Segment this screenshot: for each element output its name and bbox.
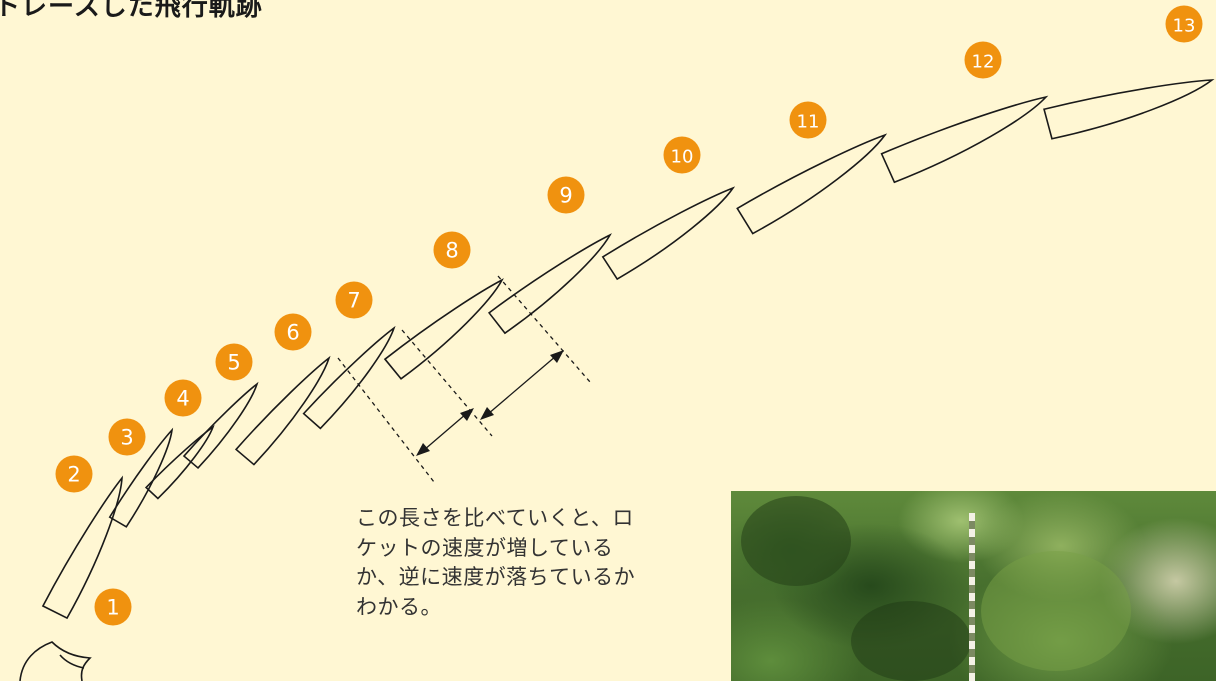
marker-pole (969, 513, 975, 681)
launcher-icon (19, 641, 92, 681)
measure-arrow (487, 355, 557, 415)
arrowhead (416, 443, 430, 456)
frame-number-label: 11 (797, 112, 820, 133)
caption-line: わかる。 (356, 594, 442, 619)
frame-number-label: 6 (286, 321, 299, 345)
rocket-outline (41, 475, 123, 620)
arrowhead (460, 408, 474, 421)
arrowhead (550, 350, 564, 363)
caption-text: この長さを比べていくと、ロ ケットの速度が増している か、逆に速度が落ちているか… (356, 504, 656, 622)
frame-number-badge: 11 (789, 101, 827, 139)
rocket-outline (1043, 79, 1215, 140)
frame-number-label: 5 (227, 351, 240, 375)
frame-number-label: 3 (120, 426, 133, 450)
frame-number-label: 8 (445, 239, 458, 263)
frame-number-badge: 1 (94, 588, 132, 626)
arrowhead (480, 407, 494, 420)
rocket-outline (880, 95, 1049, 184)
frame-number-badge: 10 (663, 136, 701, 174)
rocket-outline (601, 186, 736, 281)
launch-site-photo (731, 491, 1216, 681)
rocket-outline (736, 133, 888, 235)
frame-number-label: 13 (1173, 16, 1196, 37)
rocket-outline (182, 381, 259, 470)
rocket-outline (383, 278, 504, 380)
frame-number-label: 4 (176, 387, 189, 411)
frame-number-badge: 5 (215, 343, 253, 381)
frame-number-badge: 7 (335, 281, 373, 319)
frame-number-badge: 2 (55, 455, 93, 493)
rocket-outline (302, 325, 396, 430)
frame-number-label: 10 (671, 147, 694, 168)
caption-line: か、逆に速度が落ちているか (356, 565, 636, 589)
frame-number-label: 9 (559, 184, 572, 208)
tree-foliage (741, 496, 851, 586)
frame-number-label: 7 (347, 289, 360, 313)
tree-foliage (981, 551, 1131, 671)
frame-number-badge: 12 (964, 41, 1002, 79)
frame-number-label: 2 (67, 463, 80, 487)
tree-foliage (851, 601, 971, 681)
caption-line: この長さを比べていくと、ロ (356, 506, 634, 530)
frame-number-badge: 13 (1165, 5, 1203, 43)
rocket-outline (487, 233, 612, 335)
frame-number-badge: 6 (274, 313, 312, 351)
caption-line: ケットの速度が増している (356, 535, 614, 560)
frame-number-label: 12 (972, 52, 995, 73)
frame-number-badge: 8 (433, 231, 471, 269)
guide-line (401, 329, 493, 437)
frame-number-badge: 3 (108, 418, 146, 456)
rocket-outline (234, 355, 331, 466)
rocket-outline (144, 424, 215, 500)
page-title: トレースした飛行軌跡 (0, 0, 263, 22)
measure-arrow (423, 413, 467, 451)
frame-number-badge: 9 (547, 176, 585, 214)
guide-line (337, 357, 435, 483)
frame-number-badge: 4 (164, 379, 202, 417)
frame-number-label: 1 (106, 596, 119, 620)
